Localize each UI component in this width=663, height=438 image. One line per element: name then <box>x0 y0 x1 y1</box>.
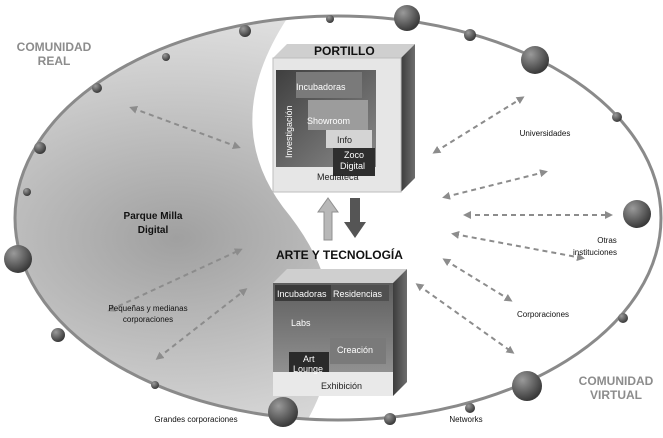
ring-node <box>612 112 622 122</box>
ring-node <box>162 53 170 61</box>
arrow <box>442 169 548 200</box>
arte-top-face <box>273 269 407 283</box>
arte-residences-area <box>331 285 389 301</box>
ring-node <box>239 25 251 37</box>
ring-node <box>623 200 651 228</box>
lounge-label: Lounge <box>293 364 323 374</box>
arte-block: Incubadoras Residencias Labs Creación Ar… <box>273 269 407 396</box>
showroom-label: Showroom <box>307 116 350 126</box>
arte-creation-area <box>330 338 386 364</box>
up-arrow <box>317 197 339 241</box>
portillo-incubators-area <box>296 72 362 98</box>
real-community-line1: COMUNIDAD <box>16 40 92 54</box>
portillo-zoco-area <box>333 148 375 176</box>
ring-node <box>4 245 32 273</box>
parque-label-line1: Parque Milla <box>124 211 183 222</box>
ring-node <box>268 397 298 427</box>
arte-incubadoras-label: Incubadoras <box>277 289 327 299</box>
arte-exhibition-area <box>273 372 393 396</box>
exhibicion-label: Exhibición <box>321 381 362 391</box>
virtual-community-line1: COMUNIDAD <box>578 374 654 388</box>
universities-label: Universidades <box>520 129 571 138</box>
ring-node <box>151 381 159 389</box>
large-corps-label: Grandes corporaciones <box>154 415 237 424</box>
creacion-label: Creación <box>337 345 373 355</box>
arrow <box>432 96 525 154</box>
arte-side-face <box>393 269 407 396</box>
arrow <box>442 258 513 302</box>
ring-node <box>521 46 549 74</box>
corporations-label: Corporaciones <box>517 310 569 319</box>
ring-nodes <box>4 5 651 427</box>
ring-node <box>618 313 628 323</box>
arrow <box>451 230 585 262</box>
arrow <box>129 105 241 150</box>
portillo-showroom-area <box>308 100 368 130</box>
arrow <box>155 288 248 360</box>
smes-label-line2: corporaciones <box>123 315 173 324</box>
portillo-top-face <box>273 44 415 58</box>
digital-label: Digital <box>340 161 365 171</box>
flow-arrows <box>317 197 366 241</box>
portillo-side-face <box>401 44 415 192</box>
portillo-info-area <box>326 130 372 148</box>
portillo-title: PORTILLO <box>314 44 375 58</box>
virtual-community-label: COMUNIDAD VIRTUAL <box>569 374 663 402</box>
ring-node <box>384 413 396 425</box>
others-label-line1: Otras <box>597 236 617 245</box>
ring-node <box>326 15 334 23</box>
others-label-line2: instituciones <box>573 248 617 257</box>
ring-node <box>512 371 542 401</box>
incubadoras-label: Incubadoras <box>296 82 346 92</box>
ring-node <box>92 83 102 93</box>
ring-node <box>23 188 31 196</box>
arte-incubators-area <box>275 285 331 301</box>
ring-node <box>34 142 46 154</box>
networks-label: Networks <box>449 415 482 424</box>
ring-node <box>51 328 65 342</box>
virtual-community-line2: VIRTUAL <box>590 388 642 402</box>
community-ellipse <box>13 14 663 422</box>
portillo-block: Incubadoras Showroom Info Zoco Digital M… <box>272 44 415 193</box>
mediateca-label: Mediateca <box>317 172 359 182</box>
smes-label-line1: Pequeñas y medianas <box>108 304 187 313</box>
parque-label-line2: Digital <box>138 225 169 236</box>
left-arrows <box>107 105 248 360</box>
arrow <box>415 283 515 354</box>
right-arrows <box>415 96 613 354</box>
labs-label: Labs <box>291 318 311 328</box>
ring-node <box>465 403 475 413</box>
investigacion-label: Investigación <box>284 105 294 158</box>
arrow <box>107 248 243 312</box>
ring-node <box>394 5 420 31</box>
residencias-label: Residencias <box>333 289 383 299</box>
real-community-line2: REAL <box>37 54 71 68</box>
zoco-label: Zoco <box>344 150 364 160</box>
arte-title: ARTE Y TECNOLOGÍA <box>276 247 403 262</box>
ring-node <box>464 29 476 41</box>
art-label: Art <box>303 354 315 364</box>
real-community-label: COMUNIDAD REAL <box>8 40 100 68</box>
info-label: Info <box>337 135 352 145</box>
down-arrow <box>344 198 366 238</box>
